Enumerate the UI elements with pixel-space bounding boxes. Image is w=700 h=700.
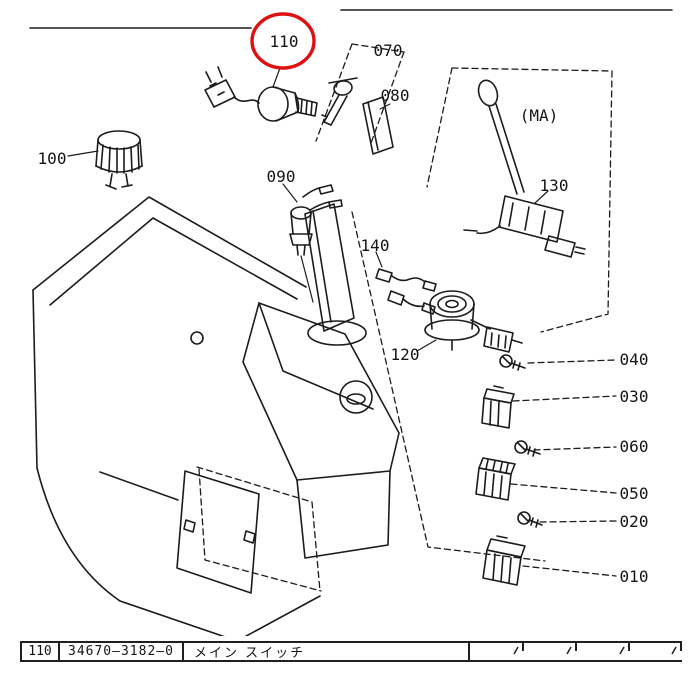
leader-060: [533, 446, 617, 451]
part-020-drawing: [517, 511, 543, 528]
leader-140: [375, 251, 383, 268]
leader-090-console: [300, 255, 314, 303]
leader-010: [522, 565, 617, 577]
table-description: メイン スイッチ: [182, 641, 470, 662]
callout-020: 020: [620, 512, 649, 531]
callout-090: 090: [267, 167, 296, 186]
leader-030: [512, 395, 617, 402]
part-110-drawing: [204, 66, 318, 122]
callout-120: 120: [391, 345, 420, 364]
part-130-drawing: [463, 79, 586, 258]
callout-050: 050: [620, 484, 649, 503]
leader-110: [272, 67, 281, 88]
exploded-parts-diagram: 110 070 080 (MA) 100 090 130 140 120 040…: [29, 9, 673, 636]
part-050-drawing: [475, 457, 516, 501]
leader-090: [282, 183, 298, 203]
parts-table: 110 34670—3182—0 メイン スイッチ: [20, 641, 682, 662]
leader-050: [510, 483, 617, 494]
table-ref-no: 110: [20, 641, 60, 662]
leader-020: [539, 520, 617, 523]
callout-140: 140: [361, 236, 390, 255]
table-part-no: 34670—3182—0: [58, 641, 184, 662]
console-drawing: [242, 203, 400, 559]
leader-100: [67, 150, 99, 157]
part-100-drawing: [95, 130, 143, 190]
page-border-lines: [29, 9, 673, 29]
callout-100: 100: [38, 149, 67, 168]
leader-120: [416, 339, 437, 352]
part-030-drawing: [481, 385, 515, 429]
part-080-drawing: [362, 96, 394, 155]
leader-130: [534, 190, 549, 204]
callout-070: 070: [374, 41, 403, 60]
assembly-boundary-dashed: [196, 43, 613, 592]
part-120-drawing: [424, 290, 523, 353]
qty-tick-marks: [513, 643, 682, 655]
callout-010: 010: [620, 567, 649, 586]
leader-040: [527, 359, 617, 364]
dashed-leader-lines: [510, 359, 617, 577]
callout-ma: (MA): [520, 106, 559, 125]
leader-080: [379, 103, 391, 110]
callout-030: 030: [620, 387, 649, 406]
part-140-drawing: [375, 268, 437, 315]
callout-130: 130: [540, 176, 569, 195]
cab-drawing: [32, 196, 321, 636]
table-qty-columns: [470, 641, 682, 662]
part-010-drawing: [482, 535, 526, 586]
leader-lines: [67, 67, 549, 352]
part-040-drawing: [499, 354, 526, 371]
callout-060: 060: [620, 437, 649, 456]
callout-040: 040: [620, 350, 649, 369]
part-060-drawing: [514, 440, 541, 457]
callout-080: 080: [381, 86, 410, 105]
part-070-drawing: [321, 77, 358, 126]
callout-labels: 110 070 080 (MA) 100 090 130 140 120 040…: [38, 32, 649, 586]
callout-110: 110: [270, 32, 299, 51]
part-090-drawing: [289, 184, 343, 256]
highlight-circle-110: [250, 12, 316, 70]
